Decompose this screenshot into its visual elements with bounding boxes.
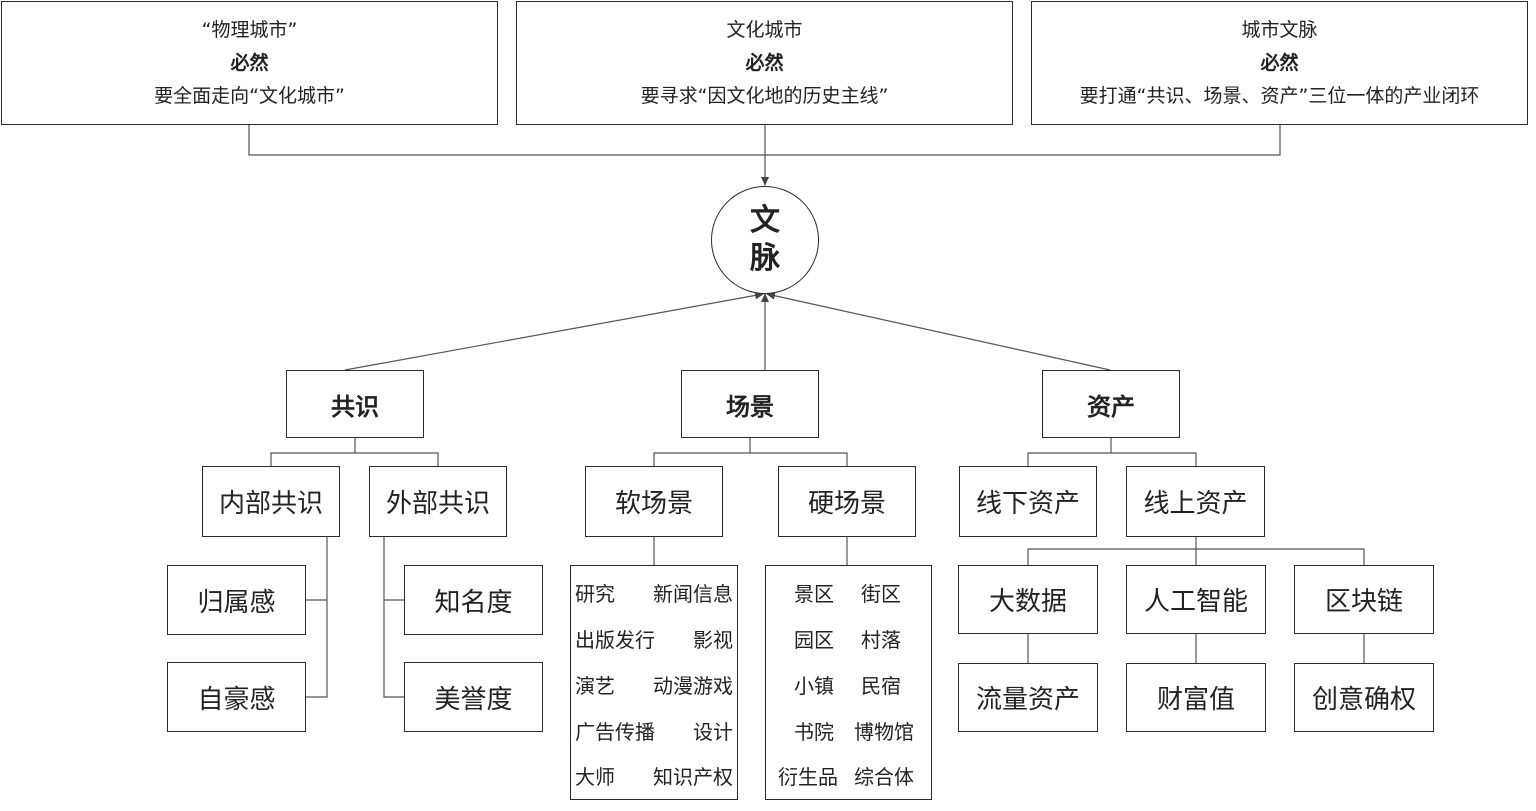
list-row: 衍生品综合体 bbox=[766, 761, 931, 791]
list-item: 园区 bbox=[794, 628, 834, 652]
list-item: 书院 bbox=[794, 720, 834, 744]
consensus-branch bbox=[270, 438, 439, 466]
top-box-keyword: 必然 bbox=[745, 51, 784, 74]
list-item: 博物馆 bbox=[854, 720, 914, 744]
list-item: 衍生品 bbox=[778, 765, 838, 789]
ai-box: 人工智能 bbox=[1126, 565, 1266, 634]
offline-asset-box: 线下资产 bbox=[959, 466, 1097, 537]
list-item: 影视 bbox=[693, 628, 733, 652]
belonging-box: 归属感 bbox=[167, 565, 306, 635]
internal-consensus-box: 内部共识 bbox=[202, 466, 340, 537]
blockchain-box: 区块链 bbox=[1294, 565, 1434, 634]
list-item: 街区 bbox=[861, 582, 901, 606]
wealth-value-box: 财富值 bbox=[1126, 663, 1266, 732]
list-row: 出版发行 影视 bbox=[571, 624, 737, 654]
center-char-1: 文 bbox=[750, 203, 780, 238]
internal-bracket bbox=[306, 537, 328, 698]
list-item: 广告传播 bbox=[575, 720, 655, 744]
goodwill-box: 美誉度 bbox=[404, 662, 543, 732]
top-box-statement: 要打通“共识、场景、资产”三位一体的产业闭环 bbox=[1079, 84, 1480, 107]
list-item: 演艺 bbox=[575, 674, 615, 698]
pillar-scene: 场景 bbox=[681, 370, 819, 438]
list-item: 出版发行 bbox=[575, 628, 655, 652]
list-item: 小镇 bbox=[794, 674, 834, 698]
scene-branch bbox=[653, 438, 848, 466]
list-item: 综合体 bbox=[854, 765, 914, 789]
online-branch bbox=[1027, 537, 1365, 565]
center-char-2: 脉 bbox=[750, 241, 780, 276]
creative-rights-box: 创意确权 bbox=[1294, 663, 1434, 732]
top-box-title: 文化城市 bbox=[726, 18, 803, 41]
list-row: 研究 新闻信息 bbox=[571, 578, 737, 608]
pride-box: 自豪感 bbox=[167, 662, 306, 732]
external-consensus-box: 外部共识 bbox=[369, 466, 507, 537]
big-data-box: 大数据 bbox=[958, 565, 1098, 634]
list-item: 知识产权 bbox=[653, 765, 733, 789]
list-row: 大师 知识产权 bbox=[571, 761, 737, 791]
hard-scene-box: 硬场景 bbox=[778, 466, 916, 537]
top-box-statement: 要全面走向“文化城市” bbox=[154, 84, 345, 107]
list-item: 民宿 bbox=[861, 674, 901, 698]
top-box-city-context: 城市文脉 必然 要打通“共识、场景、资产”三位一体的产业闭环 bbox=[1031, 1, 1528, 125]
top-box-physical-city: “物理城市” 必然 要全面走向“文化城市” bbox=[1, 1, 498, 125]
top-box-keyword: 必然 bbox=[230, 51, 269, 74]
hard-scene-list: 景区 街区 园区 村落 小镇 民宿 书院博物馆 衍生品综合体 bbox=[765, 565, 932, 800]
pillar-consensus: 共识 bbox=[286, 370, 424, 438]
top-box-cultural-city: 文化城市 必然 要寻求“因文化地的历史主线” bbox=[516, 1, 1013, 125]
traffic-asset-box: 流量资产 bbox=[958, 663, 1098, 732]
list-row: 景区 街区 bbox=[766, 578, 931, 608]
asset-branch bbox=[1027, 438, 1197, 466]
list-row: 书院博物馆 bbox=[766, 716, 931, 746]
list-row: 广告传播 设计 bbox=[571, 716, 737, 746]
list-item: 设计 bbox=[693, 720, 733, 744]
asset-arrow bbox=[766, 291, 1111, 371]
top-box-keyword: 必然 bbox=[1260, 51, 1299, 74]
online-asset-box: 线上资产 bbox=[1126, 466, 1265, 537]
list-item: 村落 bbox=[861, 628, 901, 652]
reputation-box: 知名度 bbox=[404, 565, 543, 635]
soft-scene-box: 软场景 bbox=[585, 466, 723, 537]
soft-scene-list: 研究 新闻信息 出版发行 影视 演艺 动漫游戏 广告传播 设计 大师 知识产权 bbox=[570, 565, 738, 800]
center-circle: 文 脉 bbox=[711, 186, 819, 294]
list-row: 园区 村落 bbox=[766, 624, 931, 654]
list-item: 景区 bbox=[794, 582, 834, 606]
list-item: 研究 bbox=[575, 582, 615, 606]
list-item: 大师 bbox=[575, 765, 615, 789]
external-bracket bbox=[383, 537, 405, 698]
list-item: 动漫游戏 bbox=[653, 674, 733, 698]
top-box-title: “物理城市” bbox=[201, 18, 298, 41]
top-box-statement: 要寻求“因文化地的历史主线” bbox=[640, 84, 889, 107]
list-item: 新闻信息 bbox=[653, 582, 733, 606]
pillar-asset: 资产 bbox=[1042, 370, 1180, 438]
top-box-title: 城市文脉 bbox=[1241, 18, 1318, 41]
list-row: 演艺 动漫游戏 bbox=[571, 670, 737, 700]
list-row: 小镇 民宿 bbox=[766, 670, 931, 700]
consensus-arrow bbox=[344, 291, 764, 371]
